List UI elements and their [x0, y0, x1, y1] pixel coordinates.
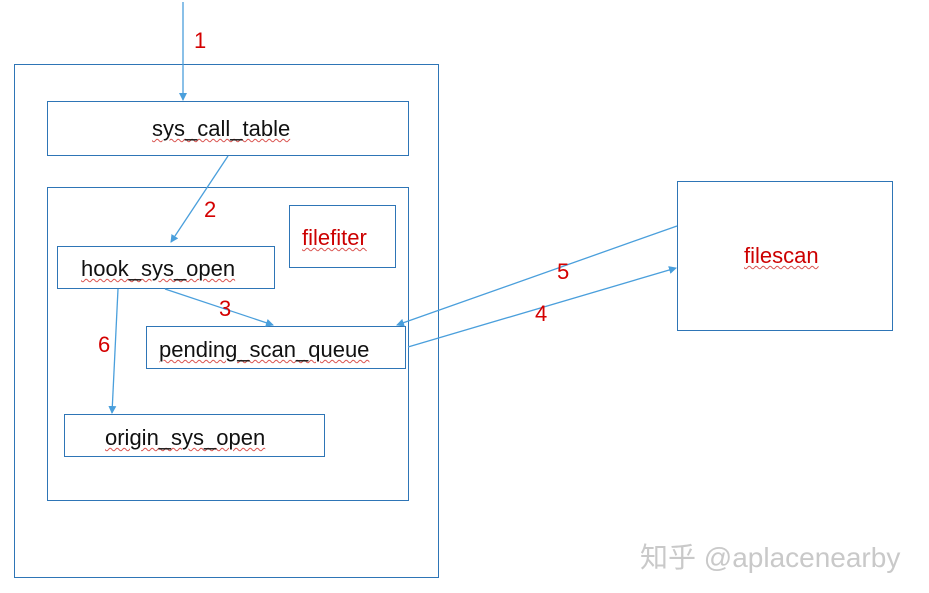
hook-sys-open-label: hook_sys_open — [81, 256, 236, 281]
arrow-step-5 — [396, 225, 678, 327]
step-label-6: 6 — [98, 332, 111, 357]
step-label-3: 3 — [219, 296, 232, 321]
origin-sys-open-box — [64, 414, 325, 457]
hook-sys-open-box — [57, 246, 275, 289]
arrow-step-2 — [170, 155, 229, 243]
hook-module-box — [47, 187, 409, 501]
filescan-box — [677, 181, 893, 331]
step-label-1: 1 — [194, 28, 207, 53]
filefiter-box — [289, 205, 396, 268]
sys-call-table-label: sys_call_table — [152, 116, 291, 141]
pending-scan-queue-label: pending_scan_queue — [159, 337, 370, 362]
origin-sys-open-label: origin_sys_open — [105, 425, 266, 450]
step-label-2: 2 — [204, 197, 217, 222]
step-label-5: 5 — [557, 259, 570, 284]
filefiter-label: filefiter — [302, 225, 367, 250]
arrow-step-6 — [108, 288, 119, 414]
kernel-outer-box — [14, 64, 439, 578]
filescan-label: filescan — [744, 243, 819, 268]
watermark-text: 知乎 @aplacenearby — [640, 542, 901, 573]
sys-call-table-box — [47, 101, 409, 156]
arrow-step-3 — [164, 288, 274, 327]
pending-scan-queue-box — [146, 326, 406, 369]
arrow-step-4 — [407, 266, 677, 348]
step-label-4: 4 — [535, 301, 548, 326]
